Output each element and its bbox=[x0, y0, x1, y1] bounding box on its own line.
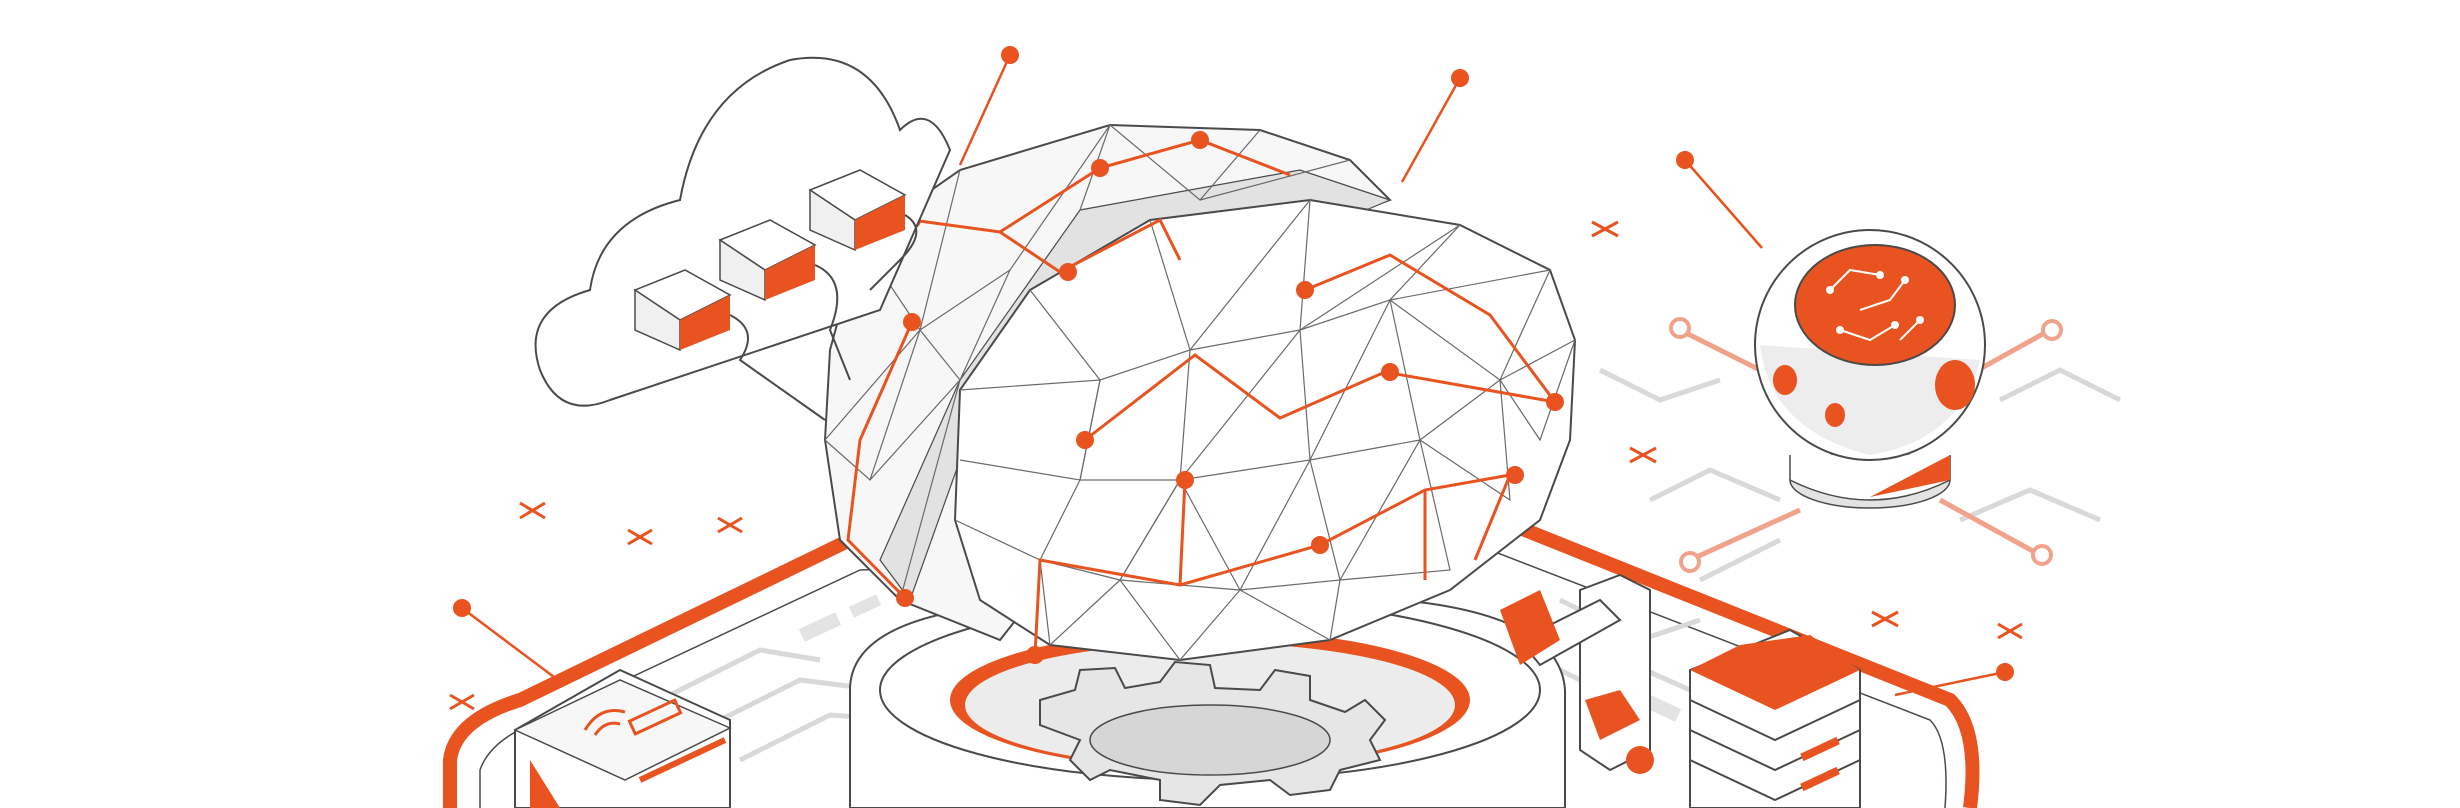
cloud-icon bbox=[534, 56, 952, 421]
robot-head-icon bbox=[1598, 229, 2122, 583]
gear-icon bbox=[1039, 660, 1387, 807]
cross-marks bbox=[449, 220, 2023, 711]
robot-arm-icon bbox=[1500, 573, 1654, 774]
server-rack-icon bbox=[1689, 628, 1861, 808]
router-icon bbox=[513, 668, 732, 808]
geodesic-brain-icon bbox=[823, 123, 1577, 664]
pin-markers bbox=[453, 46, 2014, 697]
cloud-connector bbox=[633, 169, 907, 352]
